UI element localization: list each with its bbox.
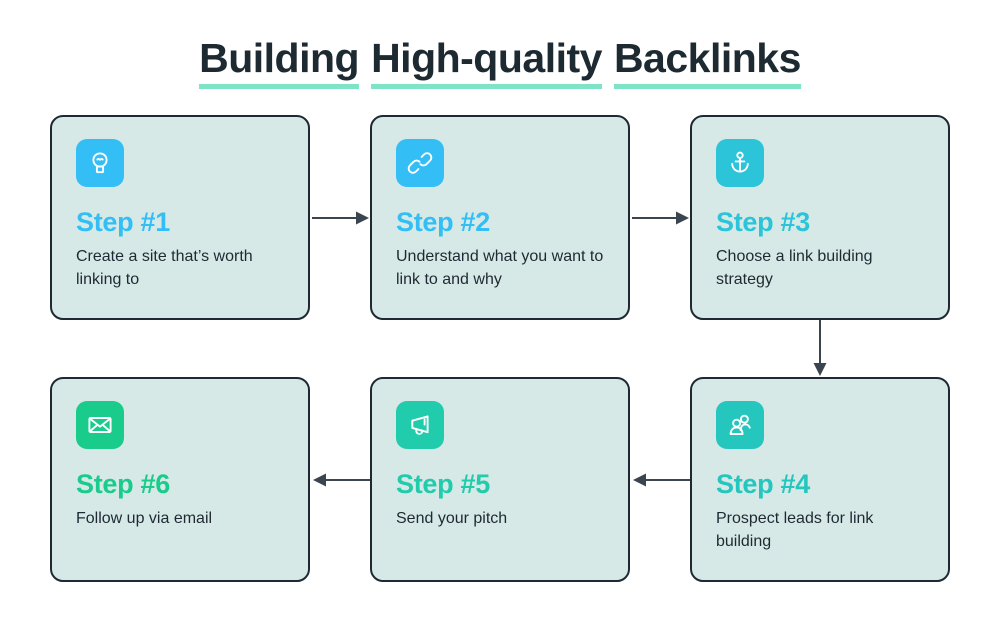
title-word-2: High-quality xyxy=(371,35,602,89)
step-card-1[interactable]: Step #1 Create a site that’s worth linki… xyxy=(50,115,310,320)
arrow-step3-to-step4 xyxy=(810,320,830,377)
envelope-icon xyxy=(76,401,124,449)
title-word-3: Backlinks xyxy=(613,35,801,89)
step-description: Choose a link building strategy xyxy=(716,248,873,288)
anchor-icon xyxy=(716,139,764,187)
step-label: Step #2 xyxy=(396,207,490,237)
step-description: Prospect leads for link building xyxy=(716,510,874,550)
users-icon xyxy=(716,401,764,449)
step-label: Step #4 xyxy=(716,469,810,499)
step-label: Step #5 xyxy=(396,469,490,499)
step-card-6[interactable]: Step #6 Follow up via email xyxy=(50,377,310,582)
step-label: Step #6 xyxy=(76,469,170,499)
step-description: Send your pitch xyxy=(396,510,508,527)
lightbulb-icon xyxy=(76,139,124,187)
arrow-step2-to-step3 xyxy=(632,208,690,228)
arrow-step1-to-step2 xyxy=(312,208,370,228)
step-label: Step #3 xyxy=(716,207,810,237)
step-description: Create a site that’s worth linking to xyxy=(76,248,253,288)
link-chain-icon xyxy=(396,139,444,187)
step-card-5[interactable]: Step #5 Send your pitch xyxy=(370,377,630,582)
megaphone-icon xyxy=(396,401,444,449)
step-label: Step #1 xyxy=(76,207,170,237)
title-word-1: Building xyxy=(199,35,360,89)
step-card-3[interactable]: Step #3 Choose a link building strategy xyxy=(690,115,950,320)
step-card-4[interactable]: Step #4 Prospect leads for link building xyxy=(690,377,950,582)
step-description: Follow up via email xyxy=(76,510,213,527)
arrow-step4-to-step5 xyxy=(632,470,690,490)
arrow-step5-to-step6 xyxy=(312,470,370,490)
step-card-2[interactable]: Step #2 Understand what you want to link… xyxy=(370,115,630,320)
step-description: Understand what you want to link to and … xyxy=(396,248,604,288)
